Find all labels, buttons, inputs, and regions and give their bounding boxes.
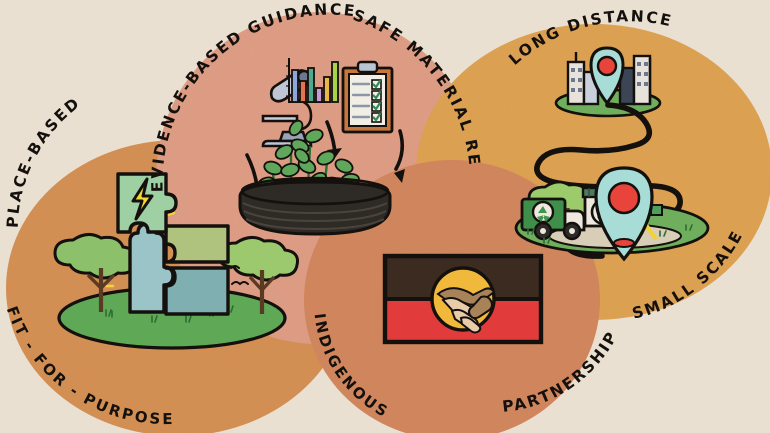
- building-windows: [571, 62, 648, 92]
- map-pin-city-dot: [596, 55, 618, 77]
- clipboard-checklist-icon: [341, 60, 394, 134]
- map-pin-depot-dot: [607, 181, 641, 215]
- handshake-icon: [436, 287, 496, 334]
- tire-planter-illustration: [238, 58, 405, 236]
- aboriginal-flag-handshake-illustration: [382, 253, 544, 345]
- puzzle-piece-mid-right: [164, 224, 230, 264]
- long-distance-transport-illustration: [514, 46, 710, 262]
- recycled-tyre-planter: [238, 176, 392, 236]
- energy-puzzle-pieces-illustration: [53, 172, 299, 350]
- tree-left-icon: [53, 233, 138, 312]
- pin-base: [613, 238, 635, 248]
- recycling-truck-icon: [520, 197, 586, 241]
- bar-chart-icon: [286, 58, 339, 103]
- puzzle-piece-bottom-right: [164, 266, 230, 316]
- lightning-bolt-icon: [131, 177, 154, 221]
- grass-tufts: [527, 224, 693, 244]
